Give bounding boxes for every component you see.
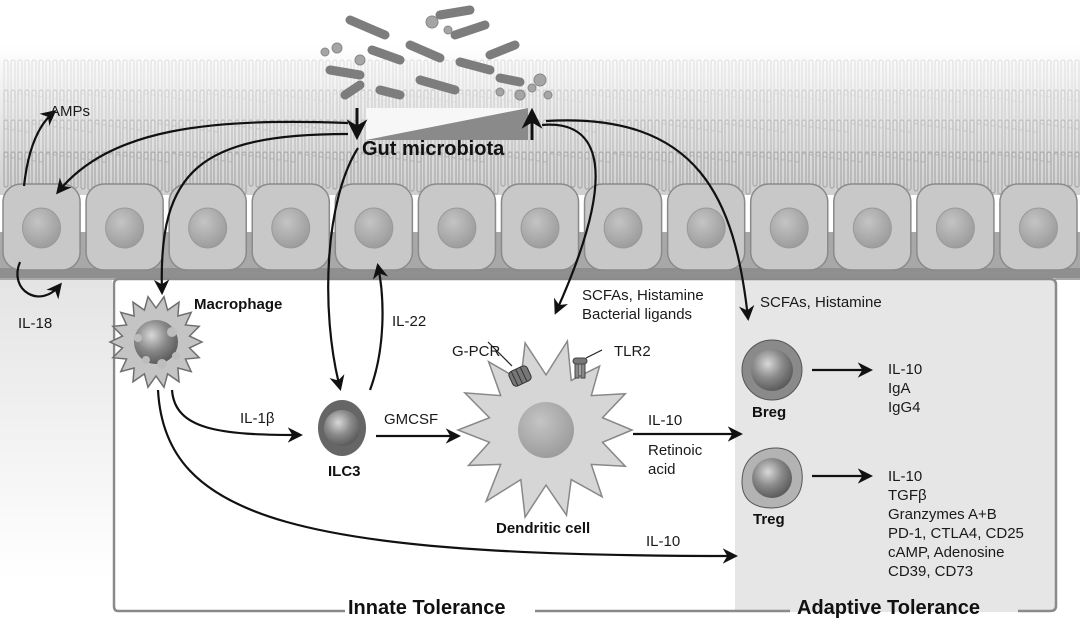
tlr2-receptor-icon <box>572 357 588 379</box>
epithelial-cell <box>583 183 663 271</box>
il18-label: IL-18 <box>18 315 53 332</box>
breg-signal-label: SCFAs, Histamine <box>760 294 882 311</box>
arrow-to-breg <box>545 119 755 322</box>
signal-arrows <box>16 110 874 564</box>
breg-label: Breg <box>752 404 787 421</box>
dendritic-cell-label: Dendritic cell <box>496 520 591 537</box>
breg-output: IgA <box>888 380 911 397</box>
dc-il10-label: IL-10 <box>648 412 683 429</box>
treg-output: Granzymes A+B <box>888 506 997 523</box>
treg-output: TGFβ <box>888 487 927 504</box>
arrow-to-macrophage <box>153 132 349 296</box>
epithelial-cell <box>334 183 414 271</box>
tlr2-label: TLR2 <box>614 343 651 360</box>
epithelial-cell <box>749 183 829 271</box>
epithelial-cell <box>833 183 912 271</box>
dc-signal-2: Bacterial ligands <box>582 306 693 323</box>
dc-signal-1: SCFAs, Histamine <box>582 287 704 304</box>
retinoic-acid-label: Retinoic acid <box>648 442 703 478</box>
arrow-il1b <box>170 389 304 443</box>
breg-output: IL-10 <box>888 361 923 378</box>
breg-cell <box>741 339 803 401</box>
innate-tolerance-label: Innate Tolerance <box>348 597 506 619</box>
microbiota-gradient <box>346 107 543 141</box>
breg-output-list: IL-10 IgA IgG4 <box>888 360 922 417</box>
tolerance-panel-border <box>112 277 1058 613</box>
treg-output: IL-10 <box>888 468 923 485</box>
arrow-to-ilc3 <box>327 147 359 391</box>
treg-output: CD39, CD73 <box>888 563 974 580</box>
macrophage-cell <box>108 294 204 390</box>
treg-label: Treg <box>753 511 785 528</box>
epithelial-cells <box>2 183 1078 271</box>
ilc3-label: ILC3 <box>328 463 361 480</box>
bacteria-cluster <box>320 5 553 101</box>
epithelial-cell <box>417 183 497 271</box>
dendritic-cell <box>455 338 634 520</box>
treg-output: cAMP, Adenosine <box>888 544 1005 561</box>
amps-label: AMPs <box>50 103 91 120</box>
epithelial-cell <box>251 183 331 271</box>
treg-cell <box>741 447 803 509</box>
il22-label: IL-22 <box>392 313 427 330</box>
arrow-il18-loop <box>16 261 62 300</box>
adaptive-panel-bg <box>735 278 1055 612</box>
gpcr-label: G-PCR <box>452 343 501 360</box>
epithelial-cell <box>500 183 580 271</box>
epithelial-cell <box>999 183 1078 271</box>
treg-output: PD-1, CTLA4, CD25 <box>888 525 1024 542</box>
epithelial-cell <box>666 183 746 271</box>
il1b-label: IL-1β <box>240 410 275 427</box>
dc-signal-list: SCFAs, Histamine Bacterial ligands <box>582 286 704 324</box>
adaptive-tolerance-label: Adaptive Tolerance <box>797 597 981 619</box>
macrophage-il10-label: IL-10 <box>646 533 681 550</box>
arrow-to-dendritic <box>541 123 597 315</box>
epithelial-cell <box>2 183 81 271</box>
ilc3-cell <box>318 400 366 456</box>
breg-output: IgG4 <box>888 399 921 416</box>
arrow-to-epithelium <box>56 120 349 195</box>
macrophage-label: Macrophage <box>194 296 283 313</box>
gpcr-receptor-icon <box>508 365 532 387</box>
epithelial-cell <box>168 183 247 271</box>
arrow-il22 <box>368 262 389 391</box>
arrow-macrophage-il10 <box>156 389 739 564</box>
epithelial-cell <box>916 183 995 271</box>
epithelial-cell <box>85 183 164 271</box>
gmcsf-label: GMCSF <box>384 411 439 428</box>
gut-microbiota-label: Gut microbiota <box>362 138 505 160</box>
treg-output-list: IL-10 TGFβ Granzymes A+B PD-1, CTLA4, CD… <box>888 467 1024 581</box>
arrow-amps <box>22 110 57 187</box>
